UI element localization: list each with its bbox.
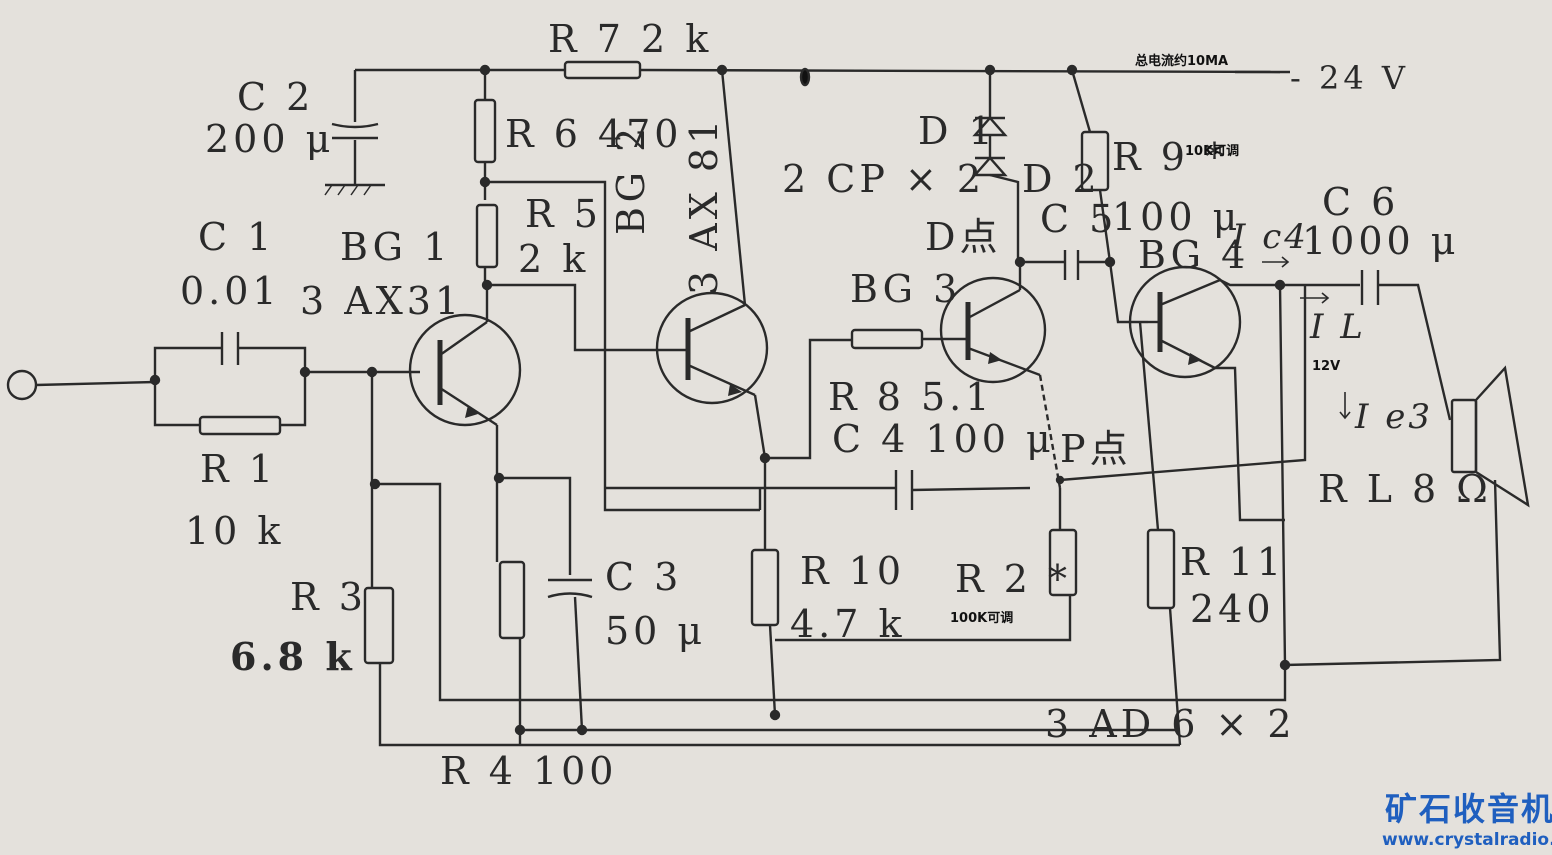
- r10-resistor: [750, 548, 781, 721]
- p-point-label: P点: [1060, 427, 1132, 471]
- r2-resistor: [775, 488, 1078, 642]
- c1-value-label: 0.01: [180, 269, 281, 313]
- d1-diode: [972, 70, 1008, 150]
- r8-label: R 8 5.1: [828, 375, 994, 419]
- r10-name-label: R 10: [800, 549, 906, 593]
- bg4-name-label: BG 4: [1138, 233, 1250, 277]
- r5-name-label: R 5: [525, 192, 602, 236]
- r3-resistor: [363, 372, 1180, 747]
- bg1-name-label: BG 1: [340, 225, 452, 269]
- c6-name-label: C 6: [1322, 180, 1400, 224]
- r9-resistor: [1070, 69, 1112, 263]
- r10-value-label: 4.7 k: [790, 602, 906, 646]
- watermark-url: www.crystalradio.cn: [1382, 830, 1552, 850]
- r1-value-label: 10 k: [185, 509, 285, 553]
- c4-capacitor: [605, 470, 1031, 510]
- total-current-note: 总电流约10MA: [1135, 54, 1229, 69]
- r8-resistor: [850, 328, 924, 350]
- r11-name-label: R 11: [1180, 540, 1286, 584]
- c2-capacitor: [324, 70, 385, 196]
- bg1-type-label: 3 AX31: [300, 279, 464, 323]
- bg3-name-label: BG 3: [850, 267, 962, 311]
- loudspeaker-icon: [1450, 365, 1530, 508]
- r3-value-label: 6.8 k: [230, 634, 356, 679]
- r9-adjust-note: 10K可调: [1185, 144, 1240, 159]
- c5-capacitor: [1020, 250, 1116, 280]
- r3-name-label: R 3: [290, 575, 367, 619]
- c1-name-label: C 1: [198, 215, 276, 259]
- d2-diode: [972, 150, 1020, 262]
- r4-resistor: [493, 425, 526, 745]
- r2-adjust-note: 100K可调: [950, 611, 1014, 626]
- c2-value-label: 200 μ: [205, 117, 335, 161]
- c3-capacitor: [499, 476, 593, 736]
- c3-name-label: C 3: [605, 555, 683, 599]
- ie3-label: I e3: [1355, 397, 1433, 437]
- input-terminal: [6, 369, 161, 401]
- c5-value-label: 100 μ: [1112, 195, 1242, 239]
- c6-capacitor: [1280, 270, 1452, 421]
- bg4-transistor: [1128, 265, 1242, 379]
- r4-label: R 4 100: [440, 749, 618, 793]
- voltage-note: 12V: [1312, 359, 1341, 374]
- r6-resistor: [473, 70, 497, 200]
- d1-label: D 1: [918, 109, 997, 153]
- r1-resistor: [153, 366, 311, 436]
- d-point-label: D点: [925, 215, 1002, 259]
- bg2-name-label: BG 2: [609, 123, 653, 235]
- bg2-type-label: 3 AX 81: [682, 115, 726, 295]
- r11-resistor: [1138, 321, 1182, 746]
- r7-label: R 7 2 k: [548, 17, 713, 61]
- c1-capacitor: [153, 332, 307, 380]
- c2-name-label: C 2: [237, 75, 315, 119]
- r6-label: R 6 470: [505, 112, 683, 156]
- c6-value-label: 1000 μ: [1302, 219, 1460, 263]
- bg1-transistor: [408, 285, 522, 427]
- r11-value-label: 240: [1190, 587, 1275, 631]
- il-label: I L: [1310, 307, 1366, 347]
- current-arrows: [1262, 256, 1351, 420]
- r5-resistor: [475, 203, 499, 291]
- diodes-label: 2 CP × 2: [782, 157, 986, 201]
- c4-label: C 4 100 μ: [832, 417, 1055, 461]
- output-pair-label: 3 AD 6 × 2: [1045, 702, 1296, 746]
- r1-name-label: R 1: [200, 447, 277, 491]
- watermark-name: 矿石收音机: [1385, 790, 1552, 828]
- bg3-transistor: [939, 276, 1047, 384]
- c5-name-label: C 5: [1040, 197, 1118, 241]
- supply-label: - 24 V: [1290, 59, 1409, 97]
- bg2-transistor: [655, 69, 769, 405]
- r5-value-label: 2 k: [518, 237, 590, 281]
- r7-resistor: [563, 60, 642, 80]
- d2-label: D 2: [1022, 157, 1101, 201]
- c3-value-label: 50 μ: [605, 609, 707, 653]
- r2-label: R 2 *: [955, 557, 1071, 601]
- rl-label: R L 8 Ω: [1318, 467, 1492, 511]
- r9-label: R 9 *: [1112, 135, 1228, 179]
- ic4-label: I c4: [1232, 217, 1309, 257]
